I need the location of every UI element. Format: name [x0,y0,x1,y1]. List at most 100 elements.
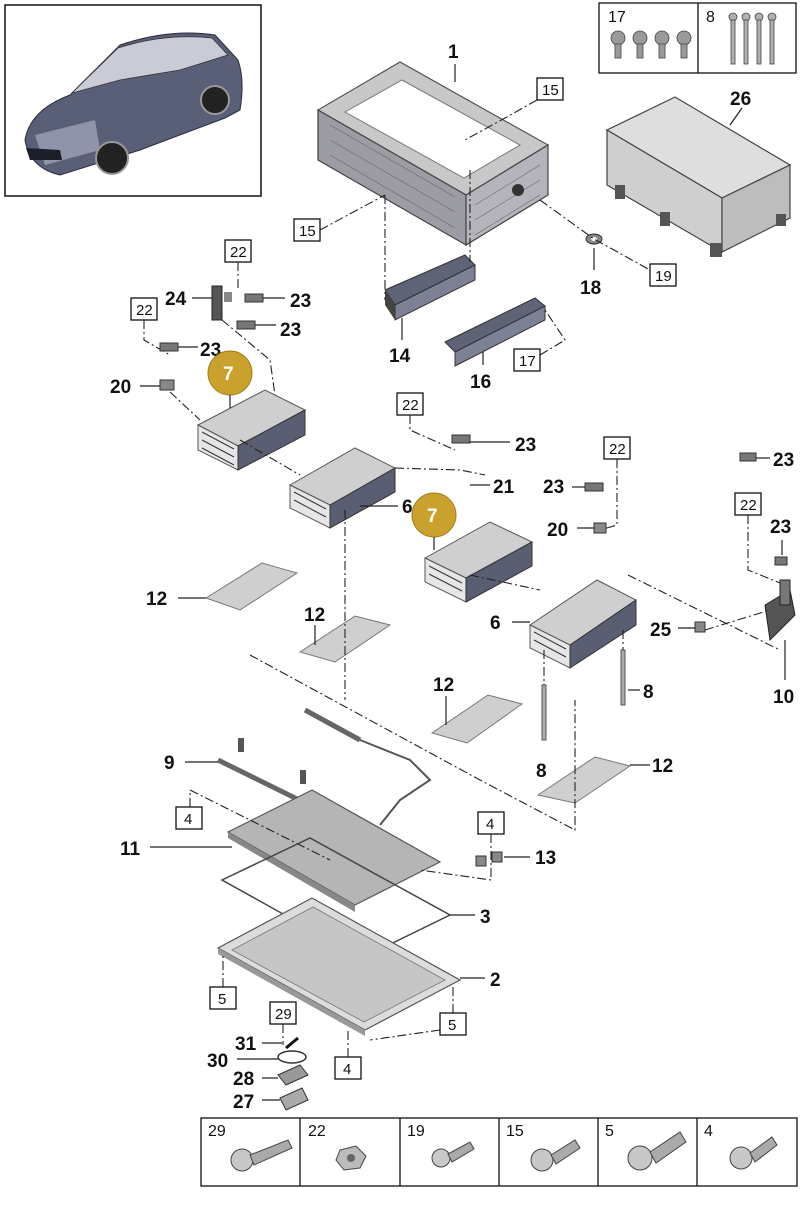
screw-19-icon [431,1141,475,1168]
callout-23-f: 23 [773,450,794,471]
panel-top-ref-8: 8 [706,9,715,26]
bolt-part-8-b[interactable] [541,684,547,741]
fastener-panel-bottom: 29 22 19 15 5 4 [200,1117,798,1187]
screw-15-icon [530,1139,581,1172]
callout-23-a: 23 [290,291,311,312]
callout-18: 18 [580,278,601,299]
boxref-4-a: 4 [184,811,192,828]
battery-cover-part-26[interactable] [605,96,792,257]
valve-part-27[interactable] [279,1087,309,1111]
clip-part-20-b[interactable] [593,522,607,534]
panel-bottom-ref-22: 22 [308,1123,326,1140]
thermal-pad-12-a[interactable] [204,562,299,611]
battery-housing-part-2[interactable] [216,897,462,1036]
screw-5-icon [627,1131,687,1171]
callout-23-g: 23 [770,517,791,538]
valve-part-28[interactable] [277,1064,309,1086]
boxref-15-top: 15 [542,82,559,99]
boxref-5-b: 5 [448,1017,456,1034]
clip-part-23-f[interactable] [739,452,757,462]
clip-part-23-a[interactable] [244,293,264,303]
callout-2: 2 [490,970,501,991]
boxref-22-e: 22 [740,497,757,514]
cooling-plate-part-11[interactable] [226,789,442,912]
fastener-panel-top: 17 8 [598,2,797,74]
callout-13: 13 [535,848,556,869]
callout-12-c: 12 [433,675,454,696]
thermal-pad-12-c[interactable] [430,694,524,744]
boxref-19: 19 [655,268,672,285]
boxref-5-a: 5 [218,991,226,1008]
callout-24: 24 [165,289,187,310]
callout-6-b: 6 [490,613,501,634]
thermal-pad-12-b[interactable] [298,615,392,663]
callout-7-a: 7 [223,364,234,385]
boxref-29: 29 [275,1006,292,1023]
callout-3: 3 [480,907,491,928]
clip-part-23-g[interactable] [774,556,788,566]
panel-bottom-ref-15: 15 [506,1123,524,1140]
battery-module-7-b[interactable] [423,521,534,603]
callout-23-b: 23 [280,320,301,341]
callout-20-a: 20 [110,377,131,398]
clip-part-20-a[interactable] [159,379,175,391]
callout-14: 14 [389,346,411,367]
boxref-4-b: 4 [486,816,494,833]
clip-part-23-e[interactable] [584,482,604,492]
thermal-pad-12-d[interactable] [536,756,632,804]
clip-part-23-b[interactable] [236,320,256,330]
callout-28: 28 [233,1069,254,1090]
callout-11: 11 [120,839,141,860]
callout-27: 27 [233,1092,254,1113]
screw-4-icon [729,1136,778,1170]
callout-12-a: 12 [146,589,167,610]
callout-12-b: 12 [304,605,325,626]
callout-23-e: 23 [543,477,564,498]
callout-12-d: 12 [652,756,673,777]
screw-29-icon [230,1139,293,1172]
panel-bottom-ref-19: 19 [407,1123,425,1140]
callout-8-a: 8 [643,682,654,703]
callout-21: 21 [493,477,515,498]
clip-part-23-d[interactable] [451,434,471,444]
nut-part-25[interactable] [694,621,706,633]
callout-8-b: 8 [536,761,547,782]
gasket-part-31[interactable] [285,1036,299,1050]
panel-bottom-ref-5: 5 [605,1123,614,1140]
callout-23-d: 23 [515,435,536,456]
panel-top-ref-17: 17 [608,9,626,26]
callout-26: 26 [730,89,751,110]
boxref-22-d: 22 [609,441,626,458]
callout-31: 31 [235,1034,257,1055]
battery-module-7-a[interactable] [196,389,307,471]
bolt-8-icons [728,12,777,65]
bracket-part-24[interactable] [211,285,232,321]
oring-part-30[interactable] [277,1050,307,1064]
bracket-part-16[interactable] [444,297,546,367]
callout-16: 16 [470,372,491,393]
clip-part-23-c[interactable] [159,342,179,352]
boxref-22-b: 22 [136,302,153,319]
callout-6-a: 6 [402,497,413,518]
callout-10: 10 [773,687,794,708]
callout-20-b: 20 [547,520,568,541]
callout-1: 1 [448,42,459,63]
bracket-part-14[interactable] [384,254,476,321]
boxref-22-c: 22 [402,397,419,414]
fastener-part-13[interactable] [475,851,503,867]
bolt-part-8-a[interactable] [620,649,626,706]
boxref-4-c: 4 [343,1061,351,1078]
nut-22-icon [335,1145,367,1171]
callout-25: 25 [650,620,672,641]
holder-part-10[interactable] [764,579,796,642]
callout-7-b: 7 [427,506,438,527]
boxref-17: 17 [519,353,536,370]
battery-module-6-a[interactable] [288,447,397,529]
panel-bottom-ref-4: 4 [704,1123,713,1140]
battery-frame-part-1[interactable] [316,61,550,247]
battery-module-6-b[interactable] [529,579,637,669]
vehicle-thumbnail[interactable] [4,4,262,197]
panel-bottom-ref-29: 29 [208,1123,226,1140]
callout-9: 9 [164,753,175,774]
